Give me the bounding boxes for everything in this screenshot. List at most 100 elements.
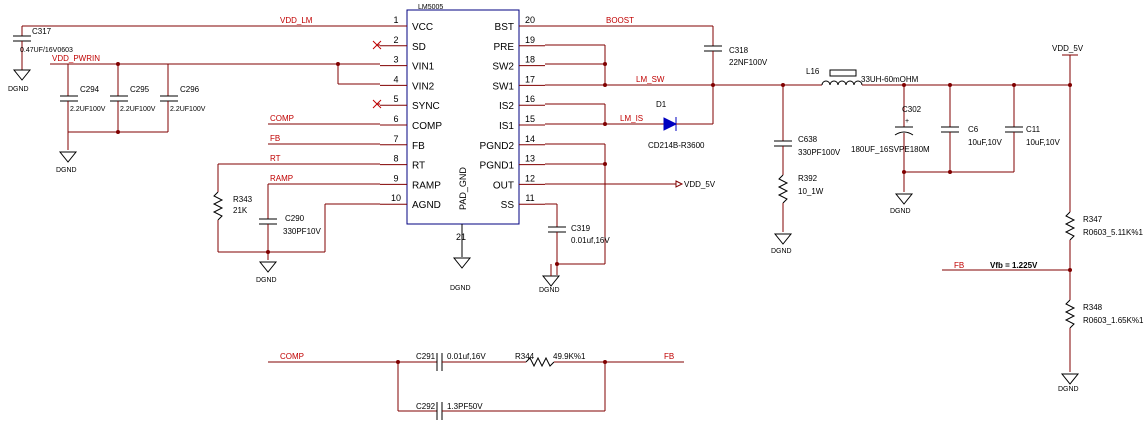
- ground-label: DGND: [450, 285, 471, 292]
- c638-val: 330PF100V: [798, 148, 841, 157]
- c295-val: 2.2UF100V: [120, 106, 156, 113]
- pin-number: 6: [393, 114, 398, 124]
- pin-number: 3: [393, 55, 398, 65]
- pin-name: COMP: [412, 121, 442, 132]
- capacitor-c302: + C302 180UF_16SVPE180M: [851, 105, 930, 154]
- capacitor-c317: C317 0.47UF/16V0603: [13, 26, 73, 70]
- net-label-ramp: RAMP: [270, 174, 293, 183]
- pin-number: 2: [393, 35, 398, 45]
- c318-ref: C318: [729, 46, 749, 55]
- net-label-comp-network: COMP: [280, 352, 304, 361]
- c6-ref: C6: [968, 125, 979, 134]
- pin-number: 1: [393, 15, 398, 25]
- ground-label: DGND: [539, 287, 560, 294]
- pin-name: SW2: [492, 62, 514, 73]
- l16-val: 33UH-60mOHM: [861, 75, 919, 84]
- net-label-fb-divider: FB: [954, 261, 964, 270]
- ground-symbol: DGND: [450, 257, 472, 292]
- chip-pad-num: 21: [456, 232, 466, 242]
- pin-name: FB: [412, 141, 425, 152]
- vfb-annotation: Vfb = 1.225V: [990, 261, 1038, 270]
- net-label-vdd-pwrin: VDD_PWRIN: [52, 54, 100, 63]
- chip-pin-fb: 7FB: [380, 134, 425, 152]
- ground-label: DGND: [771, 248, 792, 255]
- pin-number: 7: [393, 134, 398, 144]
- pin-name: PGND1: [480, 161, 515, 172]
- c318-val: 22NF100V: [729, 58, 768, 67]
- chip-pin-sd: 2SD: [380, 35, 426, 53]
- pin-number: 8: [393, 154, 398, 164]
- ground-symbol: DGND: [890, 193, 914, 215]
- ground-symbol: DGND: [539, 275, 561, 294]
- c11-val: 10uF,10V: [1026, 138, 1060, 147]
- pin-name: SW1: [492, 81, 514, 92]
- c319-ref: C319: [571, 224, 591, 233]
- pin-name: OUT: [493, 180, 514, 191]
- capacitor-c294: C294 2.2UF100V: [60, 64, 106, 132]
- net-label-rt: RT: [270, 154, 281, 163]
- capacitor-c296: C296 2.2UF100V: [160, 64, 206, 132]
- c294-ref: C294: [80, 85, 100, 94]
- c294-val: 2.2UF100V: [70, 106, 106, 113]
- pin-number: 18: [525, 55, 535, 65]
- c302-ref: C302: [902, 105, 922, 114]
- ground-symbol: DGND: [256, 261, 278, 284]
- no-connect-sync: [372, 99, 382, 109]
- resistor-r392: R392 10_1W: [777, 174, 824, 204]
- net-label-lm-sw: LM_SW: [636, 75, 665, 84]
- capacitor-c318: C318 22NF100V: [704, 45, 768, 67]
- pin-name: IS1: [499, 121, 514, 132]
- d1-ref: D1: [656, 100, 667, 109]
- capacitor-c11: C11 10uF,10V: [1005, 125, 1060, 147]
- chip-pad-label: PAD_GND: [458, 167, 468, 210]
- net-label-vdd-5v-rail: VDD_5V: [1052, 44, 1084, 53]
- c6-val: 10uF,10V: [968, 138, 1002, 147]
- no-connect-sd: [372, 40, 382, 50]
- ground-label: DGND: [256, 277, 277, 284]
- c317-val: 0.47UF/16V0603: [20, 47, 73, 54]
- r392-ref: R392: [798, 174, 818, 183]
- c11-ref: C11: [1026, 125, 1041, 134]
- c317-ref: C317: [32, 27, 52, 36]
- pin-name: VIN1: [412, 62, 435, 73]
- c291-val: 0.01uf,16V: [447, 352, 486, 361]
- r343-val: 21K: [233, 206, 248, 215]
- pin-name: SYNC: [412, 101, 440, 112]
- ground-symbol: DGND: [56, 151, 78, 174]
- r343-ref: R343: [233, 195, 253, 204]
- c292-ref: C292: [416, 402, 436, 411]
- c295-ref: C295: [130, 85, 150, 94]
- pin-name: RT: [412, 161, 425, 172]
- resistor-r344: R344 49.9K%1: [515, 352, 586, 368]
- resistor-r348: R348 R0603_1.65K%1: [1064, 299, 1144, 329]
- ground-label: DGND: [1058, 386, 1079, 393]
- r344-ref: R344: [515, 352, 535, 361]
- c319-val: 0.01uf,16V: [571, 236, 610, 245]
- chip-name: LM5005: [418, 4, 443, 11]
- c291-ref: C291: [416, 352, 436, 361]
- pin-name: SD: [412, 42, 426, 53]
- r347-val: R0603_5.11K%1: [1083, 228, 1143, 237]
- inductor-l16: L16 33UH-60mOHM: [806, 67, 919, 86]
- chip-pin-rt: 8RT: [380, 154, 425, 172]
- pin-name: IS2: [499, 101, 514, 112]
- c302-polarity: +: [905, 118, 909, 125]
- net-label-fb: FB: [270, 134, 280, 143]
- ground-symbol: DGND: [1058, 373, 1080, 393]
- diode-d1: D1 CD214B-R3600: [648, 100, 713, 150]
- r348-val: R0603_1.65K%1: [1083, 316, 1144, 325]
- pin-number: 11: [525, 193, 534, 203]
- pin-number: 19: [525, 35, 535, 45]
- ground-label: DGND: [890, 208, 911, 215]
- pin-number: 10: [391, 193, 401, 203]
